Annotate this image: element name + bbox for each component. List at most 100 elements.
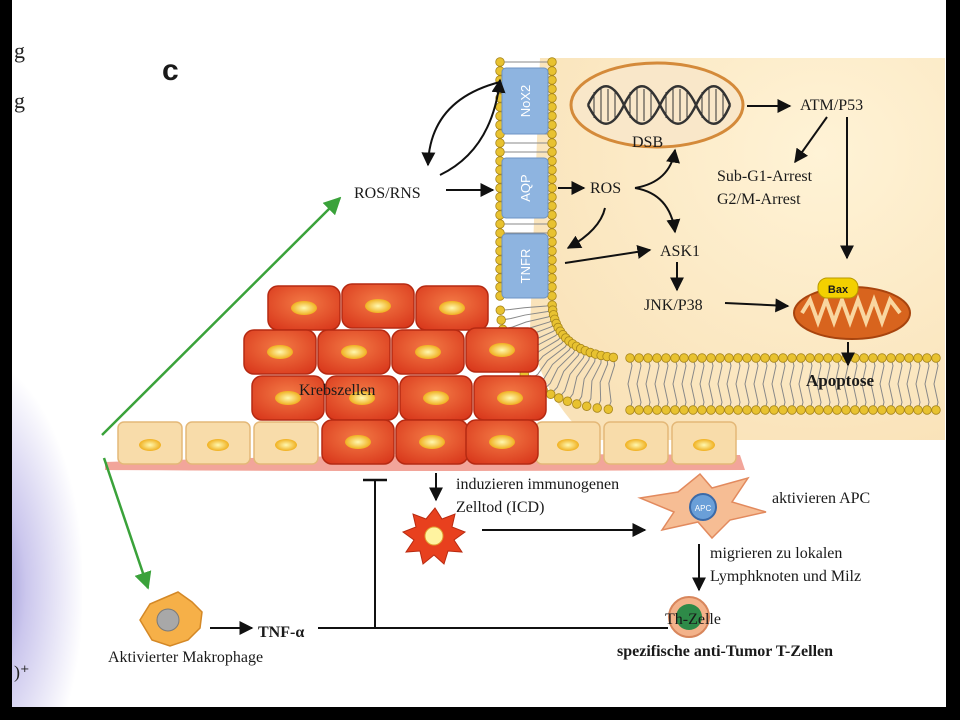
- lipid-head: [547, 57, 557, 67]
- lipid-head: [547, 75, 557, 85]
- lipid-head: [778, 353, 788, 363]
- cell-nucleus: [139, 439, 161, 451]
- lipid-head: [706, 353, 716, 363]
- lipid-head: [733, 353, 743, 363]
- lipid-head: [547, 93, 557, 103]
- lipid-head: [634, 405, 644, 415]
- lipid-head: [913, 405, 923, 415]
- apc-cell: APC: [637, 472, 767, 540]
- apc-inner-label: APC: [695, 504, 712, 513]
- lipid-head: [913, 353, 923, 363]
- lipid-head: [850, 353, 860, 363]
- lipid-head: [787, 405, 797, 415]
- cell-nucleus: [497, 391, 523, 405]
- label-krebszellen: Krebszellen: [299, 382, 375, 399]
- lipid-tail: [645, 357, 651, 411]
- lipid-head: [859, 353, 869, 363]
- lipid-tail: [906, 357, 912, 411]
- cell-nucleus: [267, 345, 293, 359]
- cell-nucleus: [489, 435, 515, 449]
- lipid-head: [688, 405, 698, 415]
- lipid-head: [554, 393, 564, 403]
- label-dsb: DSB: [632, 134, 663, 151]
- lipid-head: [547, 282, 557, 292]
- lipid-tail: [807, 357, 813, 411]
- lipid-tail: [586, 355, 602, 407]
- lipid-tail: [558, 350, 586, 399]
- label-ros: ROS: [590, 180, 621, 197]
- lipid-head: [547, 228, 557, 238]
- lipid-tail: [897, 357, 903, 411]
- label-th-zelle: Th-Zelle: [665, 611, 721, 628]
- label-jnk-p38: JNK/P38: [644, 297, 703, 314]
- dying-cell-icon: [401, 507, 467, 565]
- cell-nucleus: [291, 301, 317, 315]
- lipid-head: [886, 353, 896, 363]
- th-cell: Th-Zelle: [665, 596, 721, 638]
- lipid-head: [643, 405, 653, 415]
- label-aktivieren-apc: aktivieren APC: [772, 490, 870, 507]
- lipid-head: [652, 353, 662, 363]
- cell-nucleus: [557, 439, 579, 451]
- label-g2m-arrest: G2/M-Arrest: [717, 191, 801, 208]
- lipid-tail: [654, 357, 660, 411]
- lipid-tail: [663, 357, 669, 411]
- lipid-tail: [708, 357, 714, 411]
- lipid-head: [733, 405, 743, 415]
- lipid-head: [625, 405, 635, 415]
- mitochondrion: Bax: [793, 277, 911, 340]
- lipid-head: [661, 353, 671, 363]
- cytoplasm-region: [530, 58, 945, 440]
- lipid-head: [547, 210, 557, 220]
- lipid-tail: [924, 357, 930, 411]
- lipid-head: [769, 353, 779, 363]
- lipid-tail: [852, 357, 858, 411]
- lipid-head: [688, 353, 698, 363]
- lipid-head: [904, 353, 914, 363]
- lipid-head: [679, 405, 689, 415]
- lipid-head: [778, 405, 788, 415]
- lipid-head: [904, 405, 914, 415]
- lipid-head: [877, 405, 887, 415]
- lipid-tail: [834, 357, 840, 411]
- lipid-head: [496, 315, 506, 325]
- cell-nucleus: [419, 435, 445, 449]
- lipid-head: [877, 353, 887, 363]
- edge-text-fragment-3: )⁺: [14, 662, 30, 682]
- lipid-tail: [636, 357, 642, 411]
- lipid-head: [547, 147, 557, 157]
- lipid-head: [931, 405, 941, 415]
- lipid-head: [547, 66, 557, 76]
- lipid-head: [742, 405, 752, 415]
- lipid-head: [547, 174, 557, 184]
- lipid-head: [495, 147, 505, 157]
- cell-nucleus: [345, 435, 371, 449]
- lipid-head: [592, 403, 602, 413]
- lipid-head: [832, 353, 842, 363]
- panel-letter: c: [162, 54, 179, 87]
- lipid-tail: [771, 357, 777, 411]
- lipid-head: [547, 264, 557, 274]
- lipid-head: [931, 353, 941, 363]
- label-ask1: ASK1: [660, 243, 700, 260]
- lipid-head: [706, 405, 716, 415]
- cell-nucleus: [275, 391, 301, 405]
- lipid-head: [868, 353, 878, 363]
- cell-nucleus: [489, 343, 515, 357]
- lipid-head: [796, 353, 806, 363]
- lipid-head: [859, 405, 869, 415]
- label-migrieren-1: migrieren zu lokalen: [710, 545, 842, 562]
- slide: g g )⁺: [12, 0, 946, 707]
- lipid-head: [895, 353, 905, 363]
- cell-nucleus: [439, 301, 465, 315]
- normal-cells: [117, 421, 737, 465]
- lipid-tail: [780, 357, 786, 411]
- lipid-head: [841, 353, 851, 363]
- channel-tnfr: TNFR: [501, 233, 549, 299]
- lipid-tail: [825, 357, 831, 411]
- lipid-head: [679, 353, 689, 363]
- lipid-head: [547, 138, 557, 148]
- lipid-head: [751, 405, 761, 415]
- lipid-head: [562, 396, 573, 406]
- lipid-head: [670, 405, 680, 415]
